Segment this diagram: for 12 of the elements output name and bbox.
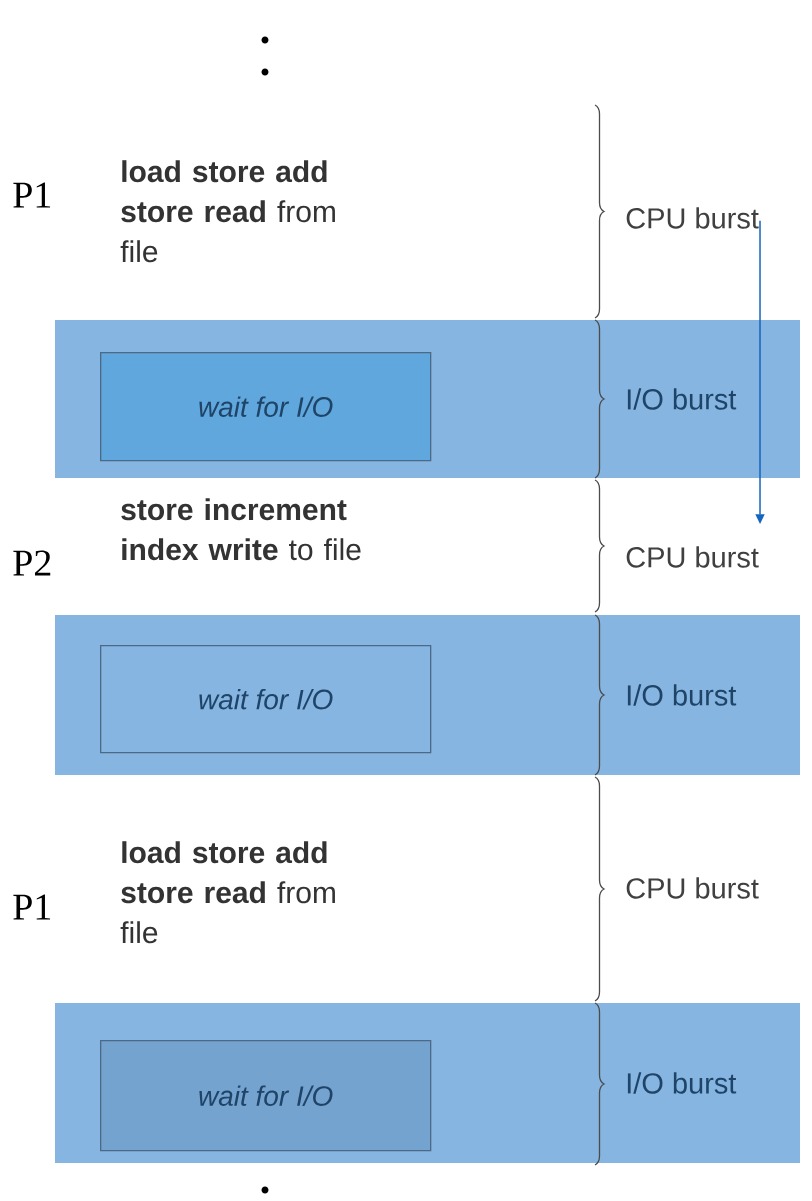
process-label: P2 bbox=[13, 550, 51, 576]
code-text: load store add store read from file bbox=[120, 841, 335, 944]
process-label: P1 bbox=[13, 182, 51, 208]
burst-label: CPU burst bbox=[626, 546, 759, 568]
wait-box: wait for I/O bbox=[100, 1040, 432, 1152]
burst-label: CPU burst bbox=[626, 877, 759, 899]
wait-box: wait for I/O bbox=[100, 352, 432, 462]
burst-label: CPU burst bbox=[626, 207, 759, 229]
code-text: store increment index write to file bbox=[121, 498, 361, 561]
code-text: load store add store read from file bbox=[120, 160, 335, 263]
wait-box: wait for I/O bbox=[100, 645, 432, 754]
process-label: P1 bbox=[13, 894, 51, 920]
